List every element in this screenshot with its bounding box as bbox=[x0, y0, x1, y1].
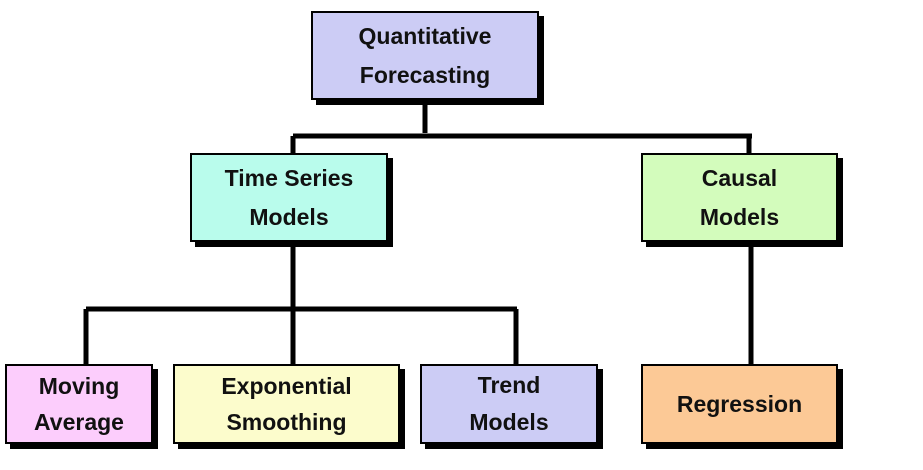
node-label: Regression bbox=[676, 390, 803, 417]
node-label: Causal Models bbox=[699, 164, 780, 230]
node-label: Quantitative Forecasting bbox=[358, 22, 492, 88]
node-label: Exponential Smoothing bbox=[221, 373, 352, 435]
node-trend-models: Trend Models bbox=[420, 364, 598, 444]
node-label: Moving Average bbox=[34, 373, 124, 435]
node-exponential-smoothing: Exponential Smoothing bbox=[173, 364, 400, 444]
node-time-series-models: Time Series Models bbox=[190, 153, 388, 242]
node-label: Trend Models bbox=[469, 372, 549, 435]
node-label: Time Series Models bbox=[224, 164, 354, 230]
node-causal-models: Causal Models bbox=[641, 153, 838, 242]
node-regression: Regression bbox=[641, 364, 838, 444]
node-moving-average: Moving Average bbox=[5, 364, 153, 444]
node-quantitative-forecasting: Quantitative Forecasting bbox=[311, 11, 539, 100]
